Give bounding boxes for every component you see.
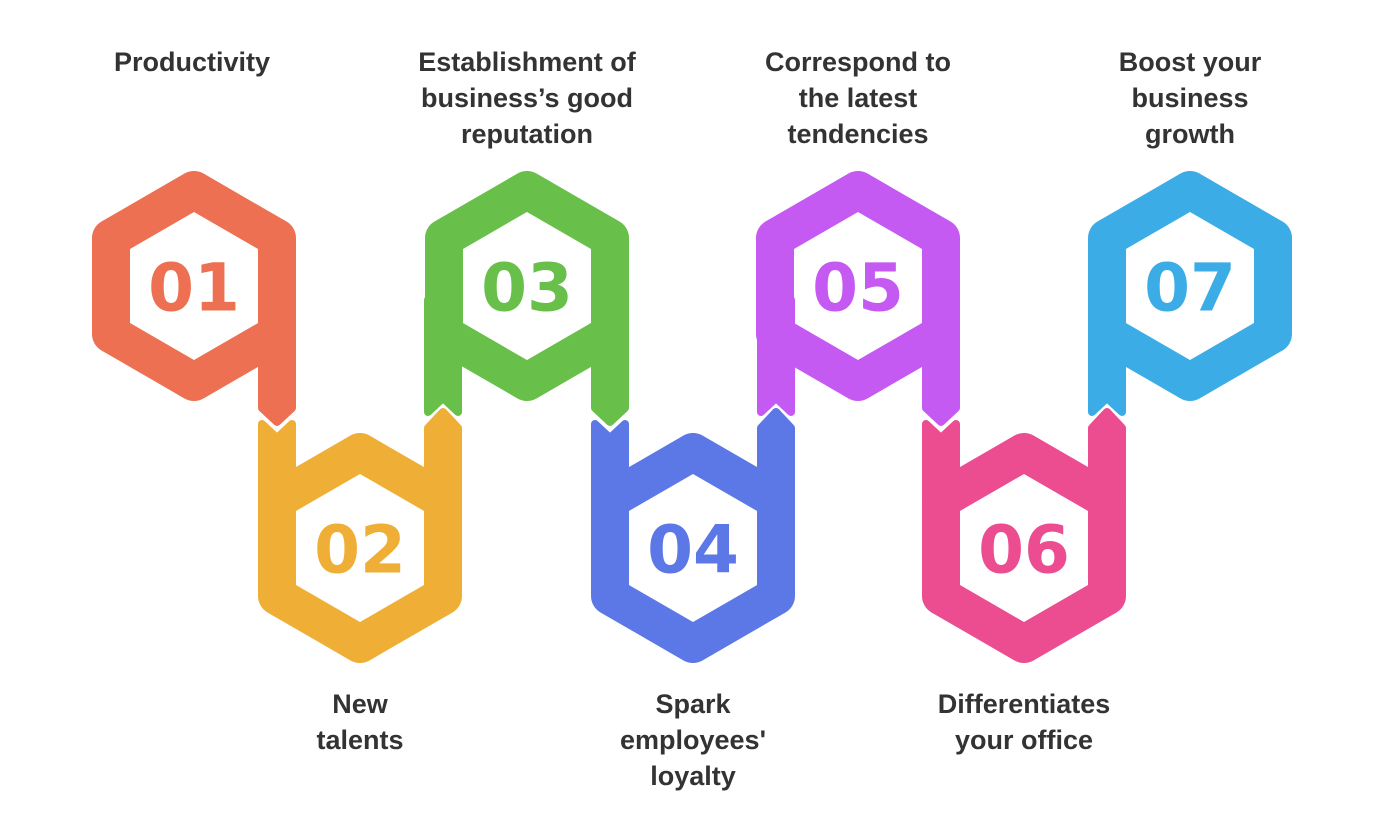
step-number: 03 [481,250,573,327]
step-number: 07 [1144,250,1236,327]
step-group-07: 07 [1088,171,1292,416]
step-group-06: 06 [922,408,1126,663]
hexagon-ring [258,433,462,663]
hexagon-ring [591,433,795,663]
step-label-04: Spark employees' loyalty [620,689,766,791]
step-group-04: 04 [591,408,795,663]
step-label-07: Boost your business growth [1118,47,1262,149]
step-number: 06 [978,512,1070,589]
step-number: 04 [647,512,739,589]
step-number: 05 [812,250,904,327]
step-group-02: 02 [258,408,462,663]
step-group-03: 03 [424,171,629,426]
step-group-05: 05 [756,171,960,426]
step-group-01: 01 [92,171,296,426]
step-number: 02 [314,512,406,589]
hexagon-ring [756,171,960,401]
step-label-02: New talents [316,689,404,755]
step-label-01: Productivity [113,47,271,77]
hexagon-ring [922,433,1126,663]
step-number: 01 [148,250,240,327]
step-label-05: Correspond to the latest tendencies [765,47,951,149]
step-label-03: Establishment of business’s good reputat… [418,47,636,149]
step-label-06: Differentiates your office [937,689,1111,755]
hexagon-ring [425,171,629,401]
hexagon-ring [92,171,296,401]
hexagon-ring [1088,171,1292,401]
